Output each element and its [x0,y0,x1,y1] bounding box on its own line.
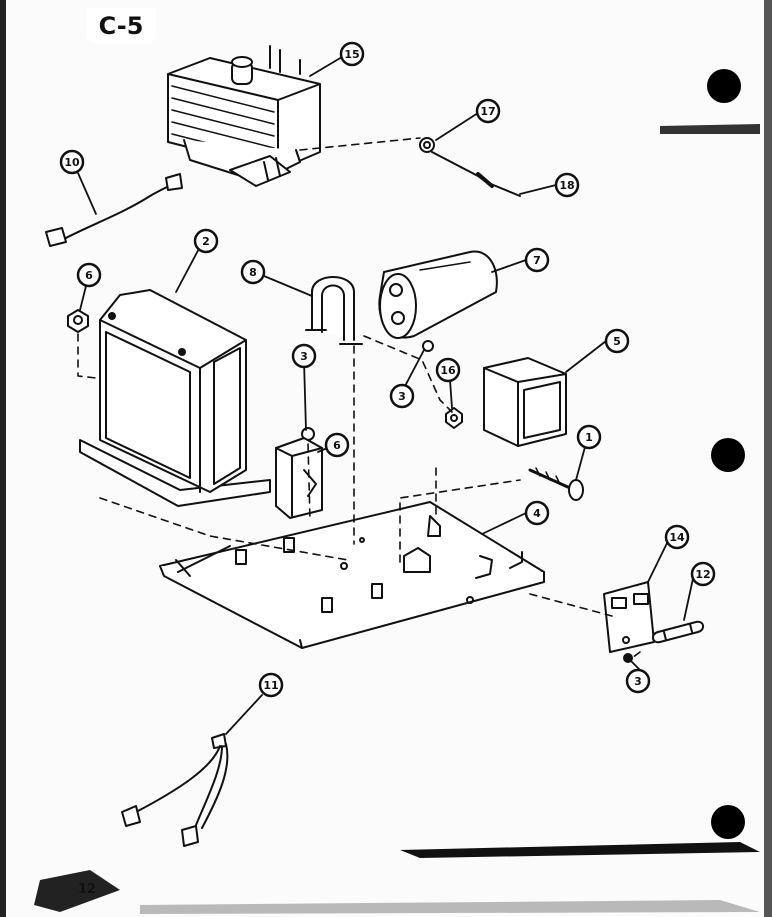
harness-part [121,733,229,847]
page-label: C-5 [86,8,156,44]
callout-label: 11 [263,679,278,692]
callout-label: 6 [333,439,341,452]
callout-3b [389,383,415,409]
transformer-part [79,289,271,507]
base-plate-part [159,501,545,649]
nut-part [419,137,435,153]
callout-label: 2 [202,235,210,248]
magnetron-part [167,45,321,187]
callout-7 [524,247,550,273]
callout-6b [324,432,350,458]
callout-8 [240,259,266,285]
fuse-part [652,620,704,644]
callout-bubbles [59,41,716,698]
callout-1 [576,424,602,450]
callout-3 [291,343,317,369]
page-number: 12 [78,882,97,897]
callout-label: 18 [559,179,574,192]
callout-14 [664,524,690,550]
callout-labels: 15 17 18 10 2 6 8 7 3 3 16 5 6 1 4 14 12… [64,48,710,692]
binding-hole [711,805,745,839]
nut-mid-part [445,407,463,429]
callout-2 [193,228,219,254]
scan-smudge [34,870,120,912]
callout-10 [59,149,85,175]
binding-hole [707,69,741,103]
callout-6 [76,262,102,288]
scan-edge [0,0,6,917]
callout-15 [339,41,365,67]
callout-label: 4 [533,507,541,520]
callout-label: 16 [440,364,456,377]
callout-3c [625,668,651,694]
callout-17 [475,98,501,124]
bracket-part [305,276,363,345]
block-part [483,357,567,447]
callout-label: 12 [695,568,710,581]
wire-magnetron-part [431,151,521,197]
binding-hole [711,438,745,472]
fuse-holder-part [603,581,655,653]
callout-label: 7 [533,254,541,267]
diode-holder-part [275,437,323,519]
leader-lines [77,56,695,735]
callout-4 [524,500,550,526]
scan-smudge [660,124,760,134]
nut-transformer-part [67,309,89,333]
callout-label: 8 [249,266,257,279]
scan-smudge [400,842,760,858]
callout-label: 6 [85,269,93,282]
callout-11 [258,672,284,698]
callout-label: 17 [480,105,495,118]
callout-label: 1 [585,431,593,444]
callout-label: 3 [300,350,308,363]
callout-label: 10 [64,156,80,169]
callout-18 [554,172,580,198]
callout-label: 5 [613,335,621,348]
callout-label: 14 [669,531,685,544]
callout-12 [690,561,716,587]
callout-label: 3 [398,390,406,403]
assembly-lines [77,137,641,659]
callout-5 [604,328,630,354]
callout-label: 3 [634,675,642,688]
wire-left-part [45,173,183,247]
scan-edge [764,0,772,917]
scan-smudge [140,900,760,914]
bolt-part [528,467,584,501]
capacitor-part [378,250,498,339]
callout-16 [435,357,461,383]
callout-label: 15 [344,48,359,61]
